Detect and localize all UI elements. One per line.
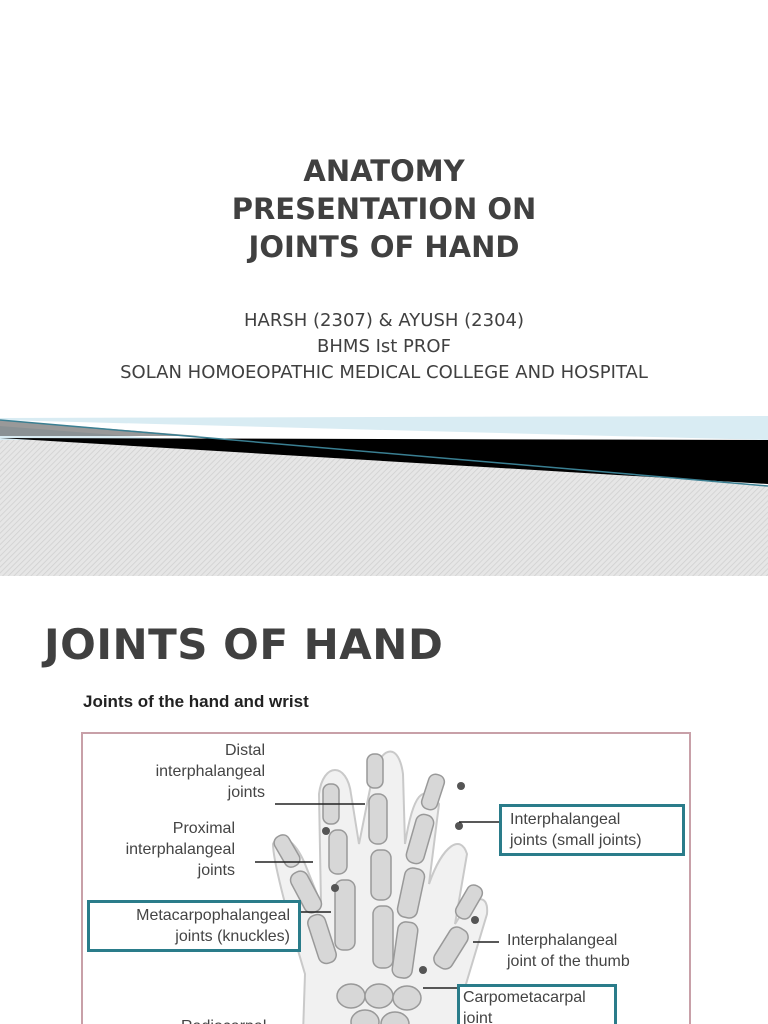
label-interphalangeal-small: Interphalangeal joints (small joints) [510, 811, 642, 849]
slide-heading: JOINTS OF HAND [44, 620, 444, 669]
label-carpometacarpal: Carpometacarpal joint [463, 989, 586, 1024]
label-interphalangeal-thumb: Interphalangeal joint of the thumb [507, 932, 630, 970]
decorative-band [0, 390, 768, 576]
hand-joints-figure: Distal interphalangeal joints Proximal i… [81, 732, 691, 1024]
content-slide: JOINTS OF HAND Joints of the hand and wr… [0, 576, 768, 1024]
subtitle-authors: HARSH (2307) & AYUSH (2304) [244, 310, 524, 331]
label-carpometacarpal-box: Carpometacarpal joint [457, 984, 617, 1024]
title-slide: ANATOMY PRESENTATION ON JOINTS OF HAND H… [0, 152, 768, 576]
subtitle-college: SOLAN HOMOEOPATHIC MEDICAL COLLEGE AND H… [120, 362, 648, 383]
slide-subtitle: HARSH (2307) & AYUSH (2304) BHMS Ist PRO… [0, 308, 768, 386]
subtitle-course: BHMS Ist PROF [317, 336, 451, 357]
label-metacarpophalangeal: Metacarpophalangeal joints (knuckles) [136, 907, 290, 945]
figure-caption: Joints of the hand and wrist [83, 692, 309, 711]
label-metacarpophalangeal-box: Metacarpophalangeal joints (knuckles) [87, 900, 301, 952]
title-line-3: JOINTS OF HAND [248, 230, 520, 264]
label-distal-interphalangeal: Distal interphalangeal joints [155, 742, 265, 801]
label-radiocarpal: Radiocarpal [181, 1016, 266, 1024]
label-proximal-interphalangeal: Proximal interphalangeal joints [125, 820, 235, 879]
title-line-1: ANATOMY [303, 154, 465, 188]
hand-skeleton-illustration [254, 750, 499, 1024]
slide-title: ANATOMY PRESENTATION ON JOINTS OF HAND [0, 152, 768, 266]
label-interphalangeal-small-box: Interphalangeal joints (small joints) [499, 804, 685, 856]
title-line-2: PRESENTATION ON [231, 192, 537, 226]
